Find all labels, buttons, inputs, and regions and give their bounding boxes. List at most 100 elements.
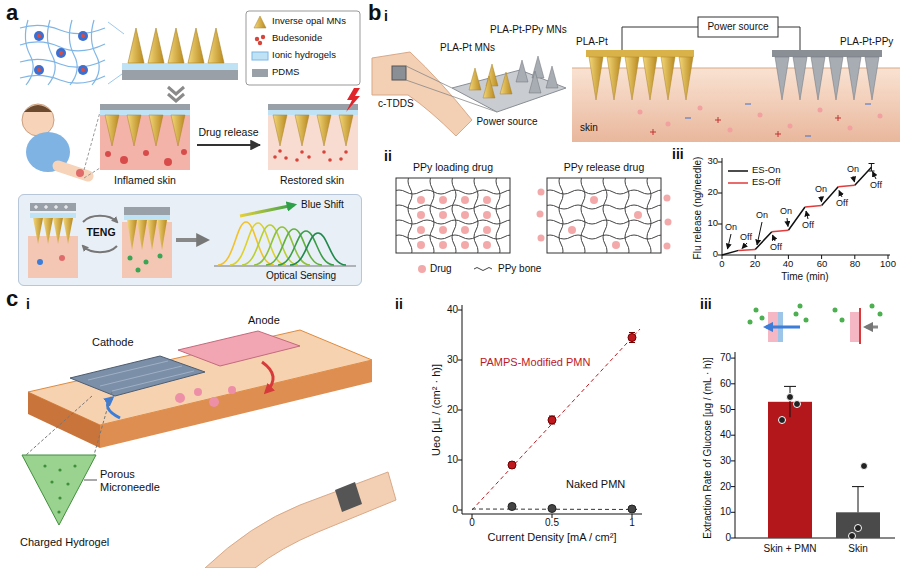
arm-with-patch	[392, 66, 406, 80]
tick-label: 40	[783, 259, 794, 270]
skin-device-art	[28, 392, 100, 448]
panel-letter: a	[6, 0, 18, 25]
hydrogel-network	[81, 68, 85, 72]
legend-frame	[252, 52, 268, 60]
teng-inset-art	[128, 254, 163, 273]
restored-skin-art	[268, 88, 360, 170]
teng-inset-art	[218, 222, 346, 265]
flow-chart	[458, 305, 642, 518]
teng-inset-art	[127, 220, 167, 250]
annotation: Off	[802, 220, 814, 230]
teng-inset-art	[128, 256, 133, 261]
legend-frame	[254, 16, 266, 28]
node-text: PPy loading drug	[413, 161, 493, 173]
glucose-chart	[760, 316, 765, 321]
release-chart	[853, 176, 855, 182]
part-label: Cathode	[92, 336, 134, 349]
teng-inset-art	[18, 194, 362, 286]
polymer-grid	[474, 178, 478, 253]
skin-device-art	[209, 397, 219, 407]
polymer-grid	[559, 178, 563, 253]
polymer-grid	[461, 211, 469, 219]
polymer-grid	[396, 220, 510, 224]
cross-section-art	[638, 106, 883, 133]
axis-title: Current Density [mA / cm²]	[488, 531, 617, 544]
restored-skin-art	[268, 110, 358, 115]
teng-inset-art	[83, 246, 117, 252]
release-chart	[722, 167, 871, 255]
node-text: Optical Sensing	[266, 270, 336, 282]
axis-title: Flu release (ng/needle)	[692, 157, 704, 260]
part-label: PLA-Pt	[576, 36, 608, 48]
teng-inset-art	[137, 220, 147, 250]
polymer-grid	[483, 211, 491, 219]
inflamed-skin-art	[100, 104, 190, 170]
teng-inset-art	[37, 259, 43, 265]
inflamed-skin-art	[127, 115, 141, 146]
cross-section-art	[772, 50, 882, 57]
microneedle-patch	[128, 28, 224, 63]
tick-label: 10	[447, 454, 458, 466]
infant-figure	[22, 104, 54, 136]
legend-text: Ionic hydrogels	[272, 50, 336, 61]
polymer-grid	[568, 226, 576, 234]
glucose-chart	[836, 512, 880, 538]
microneedle-patch	[148, 28, 164, 63]
axis-title: Time (min)	[781, 271, 828, 283]
polymer-grid	[483, 196, 491, 204]
glucose-chart	[768, 402, 812, 538]
patch-zoom	[452, 70, 566, 112]
patch-zoom	[469, 64, 512, 98]
skin-device-art	[84, 480, 97, 481]
restored-skin-art	[307, 155, 311, 159]
skin-device-art	[26, 392, 112, 455]
polymer-frame: PPy release drug	[543, 161, 665, 255]
part-label: Power source	[476, 116, 537, 128]
restored-skin-art	[346, 88, 360, 112]
cross-section-art	[758, 113, 763, 118]
teng-inset-art	[124, 215, 170, 220]
restored-skin-art	[268, 104, 358, 110]
cross-section-art	[572, 17, 900, 142]
polymer-grid	[537, 211, 544, 218]
inflamed-skin-art	[120, 156, 128, 164]
inflamed-skin-art	[100, 110, 190, 115]
release-chart	[806, 211, 808, 219]
polymer-grid	[538, 189, 545, 196]
skin-device-art	[22, 330, 396, 568]
polymer-grid	[417, 211, 425, 219]
polymer-grid	[417, 226, 425, 234]
cross-section-art	[625, 57, 639, 100]
series-label: Naked PMN	[566, 478, 625, 491]
polymer-grid	[474, 268, 492, 271]
polymer-grid	[547, 178, 661, 253]
release-chart	[742, 243, 747, 249]
release-chart	[728, 182, 748, 184]
hydrogel-network	[108, 22, 124, 84]
infant-figure	[22, 104, 100, 178]
glucose-chart	[735, 352, 895, 538]
teng-inset-art	[176, 238, 206, 242]
skin-panel: Inflamed skin	[95, 100, 195, 190]
legend-frame	[252, 69, 268, 77]
cross-section-art	[607, 57, 621, 100]
cross-section-art	[685, 104, 871, 136]
panel-letter: c	[6, 286, 18, 311]
glucose-chart	[748, 320, 753, 325]
teng-inset-art	[18, 194, 362, 286]
polymer-grid	[461, 241, 469, 249]
polymer-grid	[396, 205, 510, 209]
teng-inset-art	[157, 220, 167, 250]
cross-section-art	[848, 126, 853, 131]
release-chart	[787, 218, 788, 227]
release-chart	[869, 164, 875, 172]
glucose-chart	[794, 401, 801, 408]
legend-frame	[255, 37, 259, 41]
skin-device-art	[178, 331, 300, 366]
inflamed-skin-art	[105, 151, 111, 157]
axis-title: Extraction Rate of Glucose [μg / (mL · h…	[702, 357, 714, 539]
tick-label: 0	[452, 504, 458, 516]
skin-device-art	[22, 455, 96, 525]
flow-arrow	[197, 144, 260, 146]
